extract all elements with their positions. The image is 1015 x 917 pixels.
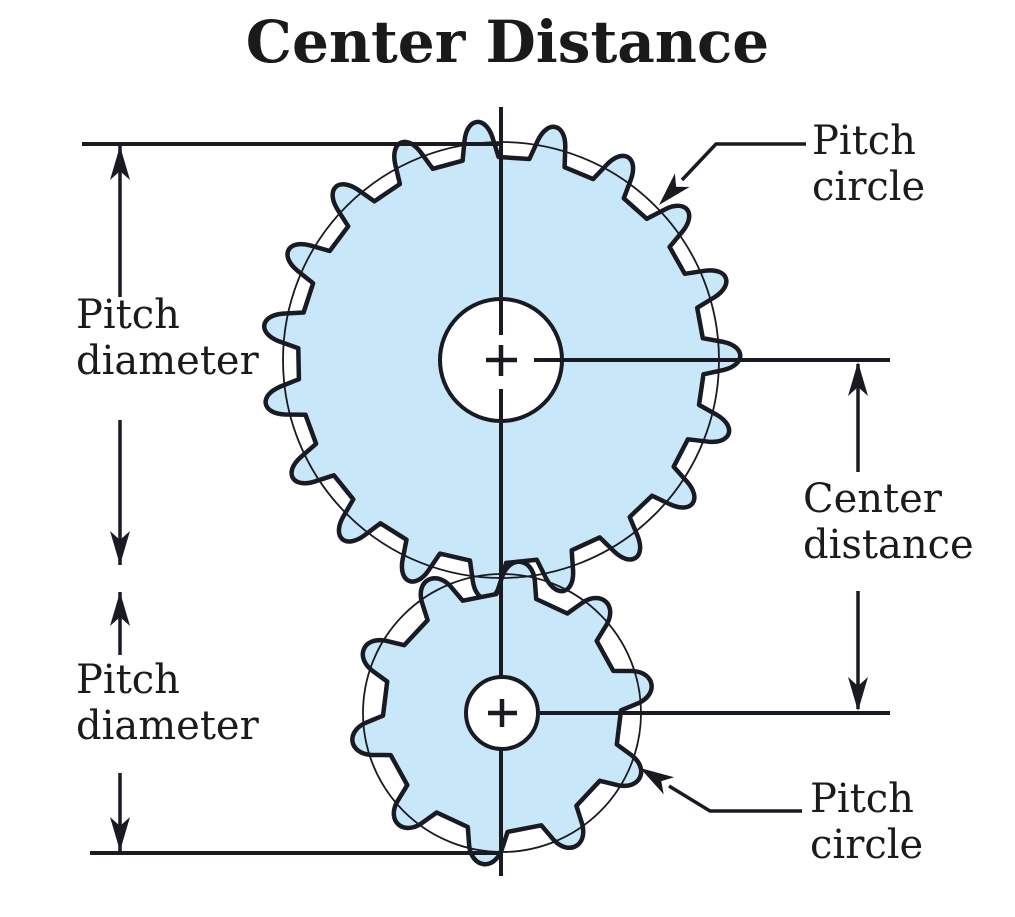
diagram-title: Center Distance (0, 8, 1015, 76)
pitch-circle-top-label: Pitch circle (812, 118, 925, 210)
leader-pitch-circle-top (680, 142, 806, 182)
center-distance-line2: distance (803, 522, 974, 568)
pitch-diameter-lower-line1: Pitch (76, 657, 180, 703)
diagram-title-text: Center Distance (245, 8, 770, 76)
pitch-circle-bottom-line2: circle (810, 822, 924, 868)
pitch-diameter-lower-label: Pitch diameter (76, 657, 259, 749)
pitch-diameter-upper-arrowhead-icon (110, 146, 130, 180)
pitch-diameter-lower-line2: diameter (76, 703, 259, 749)
pitch-diameter-lower-arrowhead-icon (110, 592, 130, 626)
pitch-diameter-lower-arrowhead-icon (110, 817, 130, 851)
center-distance-label: Center distance (803, 476, 974, 568)
pitch-diameter-upper-line2: diameter (76, 338, 259, 384)
center-distance-arrowhead-icon (848, 362, 868, 396)
pitch-diameter-upper-arrowhead-icon (110, 531, 130, 565)
center-distance-arrowhead-icon (848, 677, 868, 711)
pitch-circle-top-line1: Pitch (812, 118, 916, 164)
leader-pitch-circle-top-arrowhead-icon (659, 173, 690, 205)
pitch-diameter-upper-line1: Pitch (76, 292, 180, 338)
pitch-diameter-upper-label: Pitch diameter (76, 292, 259, 384)
leader-pitch-circle-bottom-arrowhead-icon (640, 768, 675, 795)
leader-pitch-circle-bottom (668, 784, 802, 813)
pitch-circle-bottom-line1: Pitch (810, 776, 914, 822)
pitch-circle-top-line2: circle (812, 164, 926, 210)
center-distance-line1: Center (803, 476, 942, 522)
pitch-circle-bottom-label: Pitch circle (810, 776, 923, 868)
